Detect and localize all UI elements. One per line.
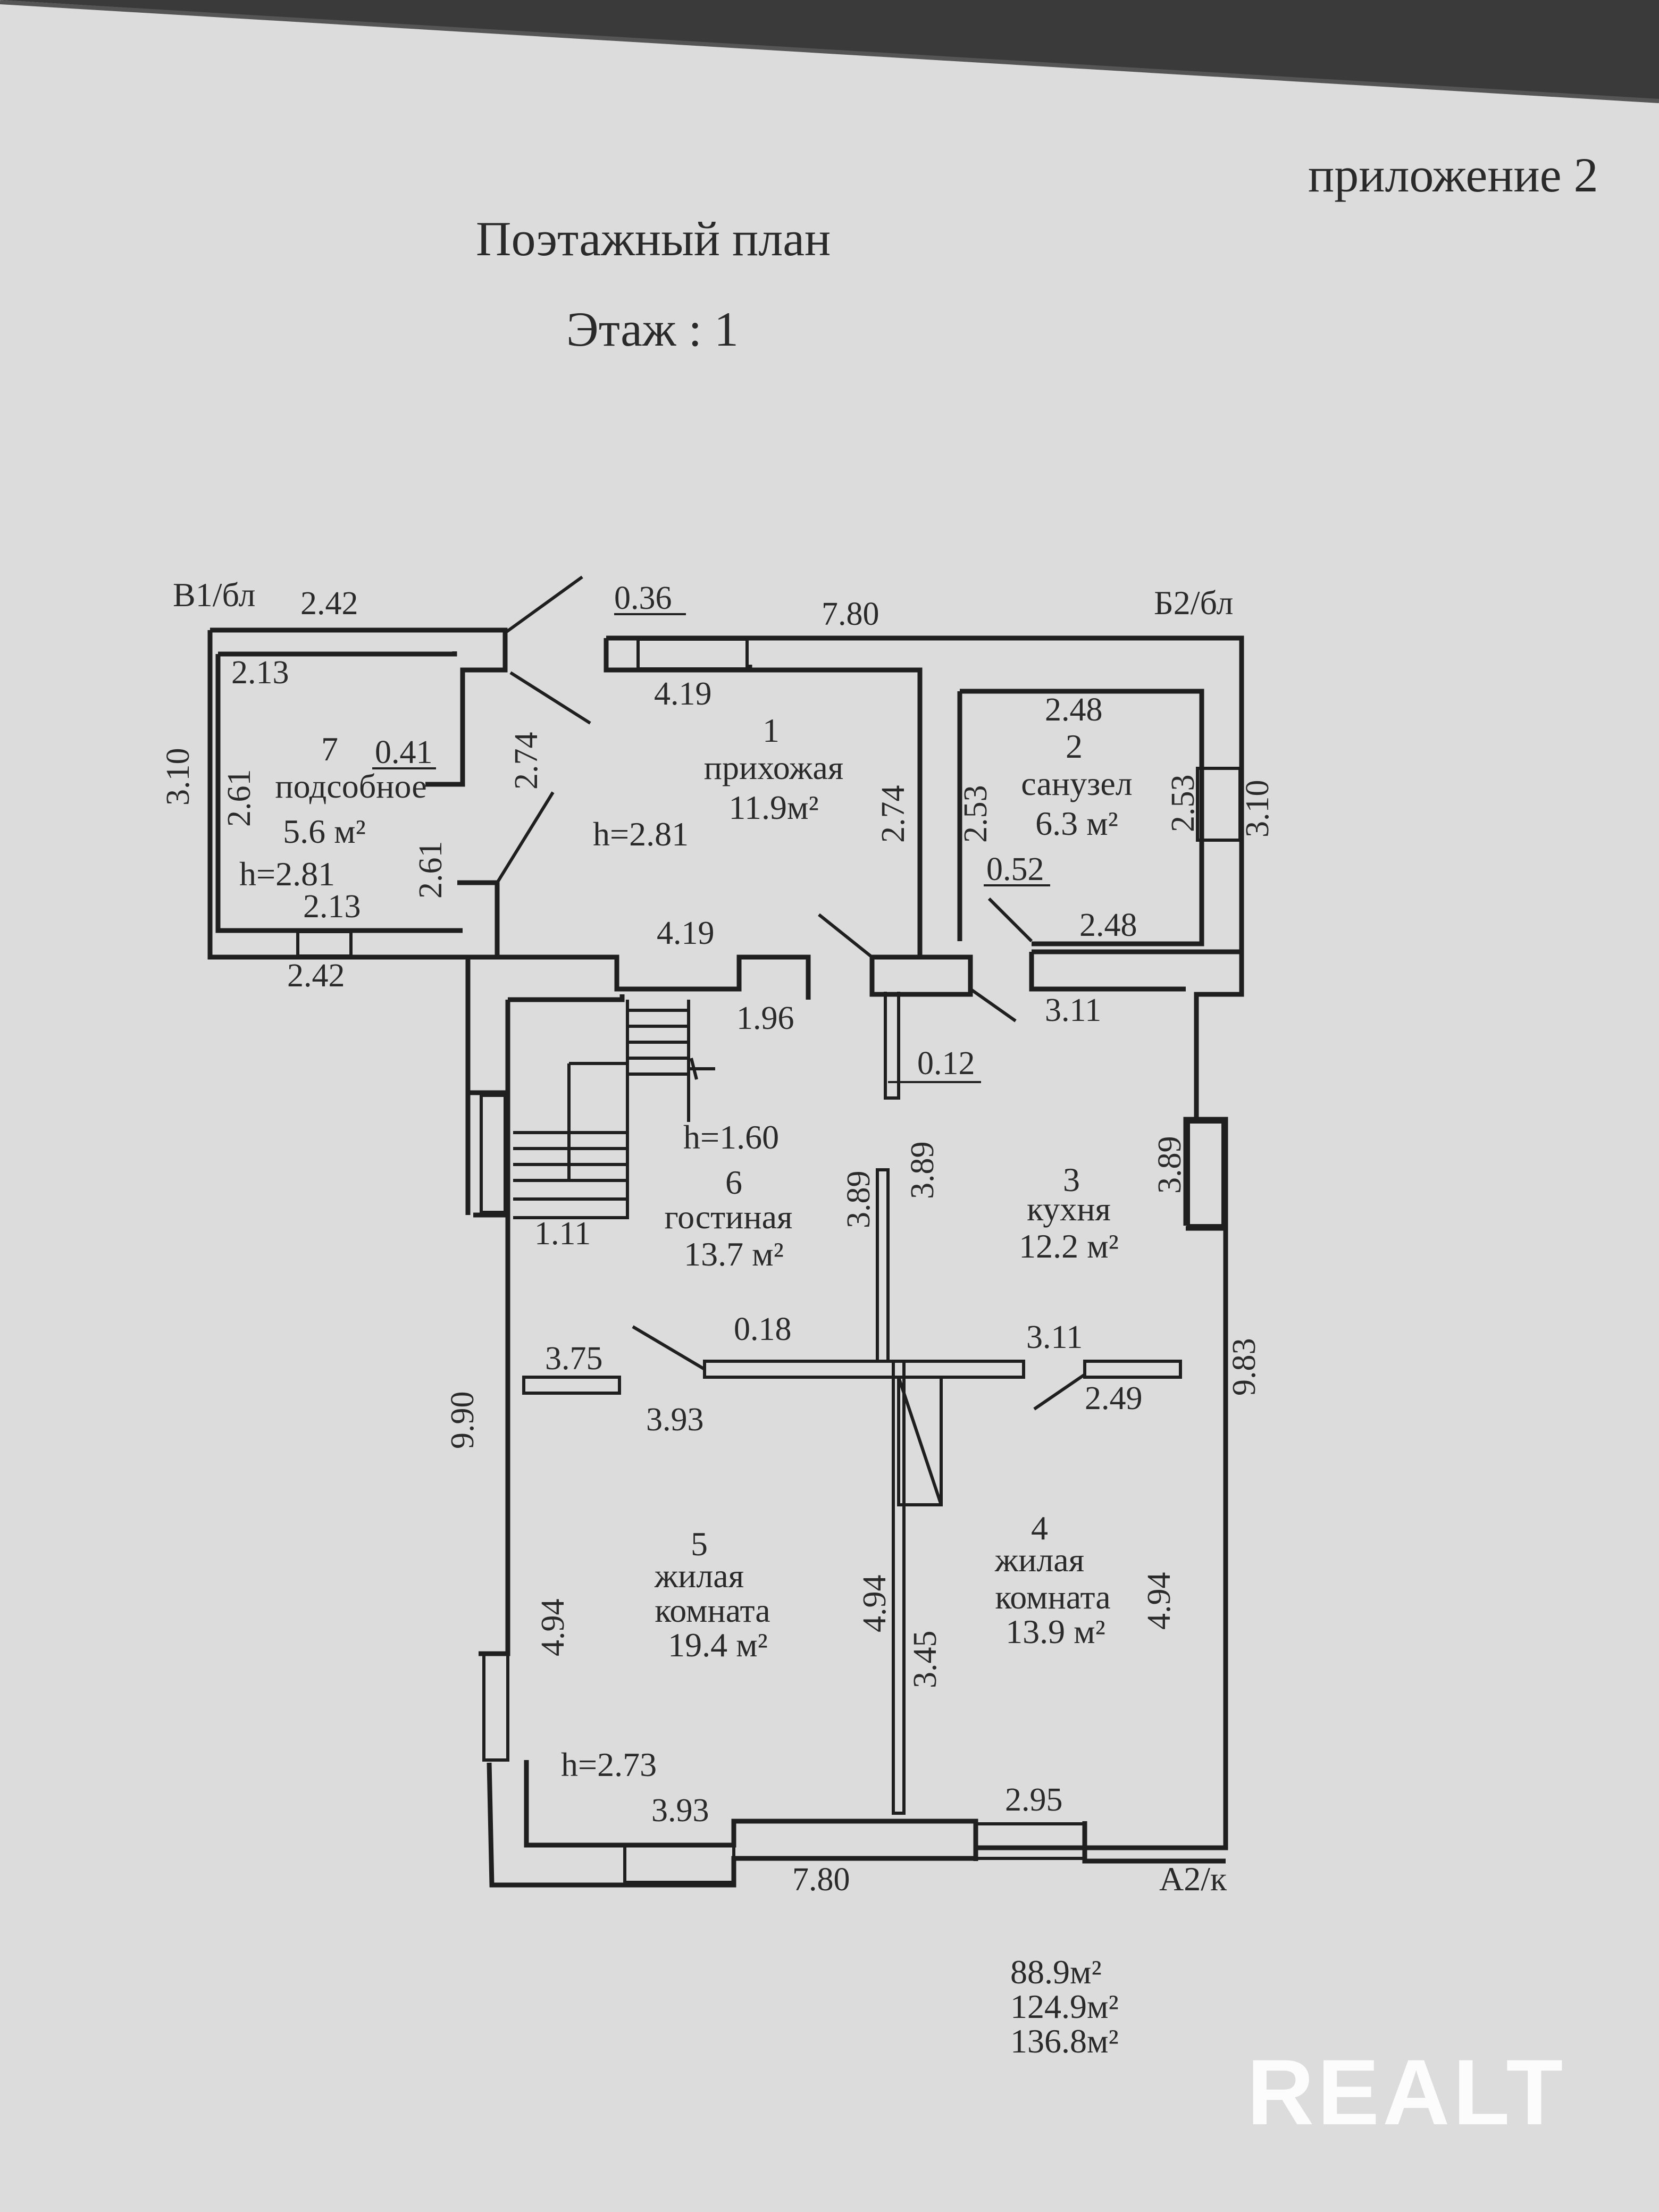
staircase (513, 1000, 715, 1219)
doors (496, 575, 1086, 1411)
dim-2-95: 2.95 (1005, 1782, 1063, 1818)
room-7-number: 7 (321, 730, 338, 768)
room-1-name: прихожая (704, 749, 844, 786)
walls (207, 627, 1244, 1888)
room-5-number: 5 (691, 1525, 708, 1563)
dim-4-94-a: 4.94 (535, 1599, 571, 1657)
room-5-name2: комната (655, 1591, 770, 1629)
dim-2-48-bot: 2.48 (1079, 907, 1137, 943)
corner-label-top-right: Б2/бл (1154, 584, 1233, 622)
room-3-number: 3 (1063, 1161, 1080, 1199)
room-7-name: подсобное (275, 767, 426, 805)
dimensions: 2.42 0.36 7.80 2.13 3.10 0.41 2.74 2.61 … (160, 580, 1276, 1898)
dim-0-36: 0.36 (614, 580, 672, 616)
room-3-area: 12.2 м² (1019, 1227, 1119, 1265)
room-2-area: 6.3 м² (1035, 805, 1118, 842)
room-labels: 1 прихожая 11.9м² 2 санузел 6.3 м² 3 кух… (275, 711, 1132, 1664)
dim-2-61-b: 2.61 (413, 841, 449, 899)
dim-2-13-bot: 2.13 (303, 889, 361, 925)
dim-3-75: 3.75 (545, 1340, 603, 1377)
dim-3-89-b: 3.89 (904, 1142, 941, 1200)
dim-4-19-top: 4.19 (654, 676, 712, 712)
room-3-name: кухня (1027, 1190, 1111, 1228)
dim-2-42-bot: 2.42 (287, 958, 345, 994)
height-stairs: h=1.60 (683, 1118, 779, 1156)
dim-3-10-right: 3.10 (1239, 780, 1276, 838)
room-6-number: 6 (725, 1163, 742, 1201)
room-2-number: 2 (1066, 727, 1083, 765)
dim-2-53-b: 2.53 (1165, 775, 1201, 833)
dim-4-94-b: 4.94 (857, 1575, 893, 1633)
room-6-area: 13.7 м² (684, 1235, 784, 1273)
dim-3-11-b: 3.11 (1026, 1319, 1083, 1355)
room-1-area: 11.9м² (728, 789, 818, 826)
dim-3-89-c: 3.89 (1152, 1136, 1188, 1194)
room-5-name: жилая (654, 1557, 744, 1595)
dim-0-18: 0.18 (734, 1311, 792, 1347)
appendix-label: приложение 2 (1308, 148, 1598, 202)
total-gross-area: 136.8м² (1010, 2022, 1119, 2060)
height-room-5: h=2.73 (561, 1746, 657, 1783)
room-5-area: 19.4 м² (668, 1626, 768, 1664)
room-6-name: гостиная (665, 1198, 793, 1236)
dim-2-74-a: 2.74 (508, 732, 544, 790)
height-room-7: h=2.81 (239, 855, 335, 893)
dim-2-13-top: 2.13 (231, 655, 289, 691)
paper-edge-line (0, 0, 1659, 103)
height-room-1: h=2.81 (593, 815, 689, 853)
dim-9-90: 9.90 (445, 1392, 481, 1449)
dim-3-89-a: 3.89 (841, 1171, 877, 1229)
dim-2-53-a: 2.53 (958, 785, 994, 843)
room-4-name: жилая (994, 1541, 1084, 1579)
dim-4-94-c: 4.94 (1141, 1572, 1177, 1630)
realt-watermark: REALT (1247, 2041, 1566, 2144)
dim-1-96: 1.96 (736, 1000, 794, 1036)
corner-label-top-left: В1/бл (173, 576, 255, 614)
dim-2-49: 2.49 (1085, 1380, 1143, 1417)
room-1-number: 1 (763, 711, 780, 749)
dim-2-48-top: 2.48 (1045, 692, 1103, 728)
dim-9-83: 9.83 (1226, 1338, 1262, 1396)
total-living-area: 88.9м² (1010, 1953, 1102, 1991)
dim-0-12: 0.12 (917, 1045, 975, 1082)
ceiling-heights: h=2.81 h=2.81 h=1.60 h=2.73 (239, 815, 779, 1783)
room-4-number: 4 (1031, 1509, 1048, 1547)
dim-3-10-left: 3.10 (160, 748, 196, 806)
dim-2-61-a: 2.61 (221, 769, 257, 827)
room-2-name: санузел (1021, 765, 1132, 802)
dim-3-45: 3.45 (907, 1631, 943, 1689)
dim-2-74-b: 2.74 (875, 785, 911, 843)
area-totals: 88.9м² 124.9м² 136.8м² (1010, 1953, 1119, 2060)
room-4-name2: комната (995, 1578, 1110, 1616)
dim-0-52: 0.52 (986, 851, 1044, 887)
dim-3-11-a: 3.11 (1045, 992, 1101, 1028)
room-7-area: 5.6 м² (283, 812, 366, 850)
dim-0-41: 0.41 (375, 734, 433, 770)
total-area: 124.9м² (1010, 1988, 1119, 2025)
room-4-area: 13.9 м² (1006, 1613, 1105, 1650)
dim-3-93-b: 3.93 (651, 1792, 709, 1829)
dim-7-80-top: 7.80 (822, 596, 879, 632)
dim-1-11: 1.11 (534, 1216, 591, 1252)
corner-label-bottom-right: А2/к (1159, 1860, 1227, 1898)
dim-7-80-bot: 7.80 (792, 1862, 850, 1898)
dim-4-19-bot: 4.19 (657, 915, 715, 951)
plan-title: Поэтажный план (476, 212, 831, 266)
floor-label: Этаж : 1 (566, 302, 739, 356)
dim-3-93-a: 3.93 (646, 1402, 704, 1438)
dim-2-42-top: 2.42 (300, 585, 358, 622)
